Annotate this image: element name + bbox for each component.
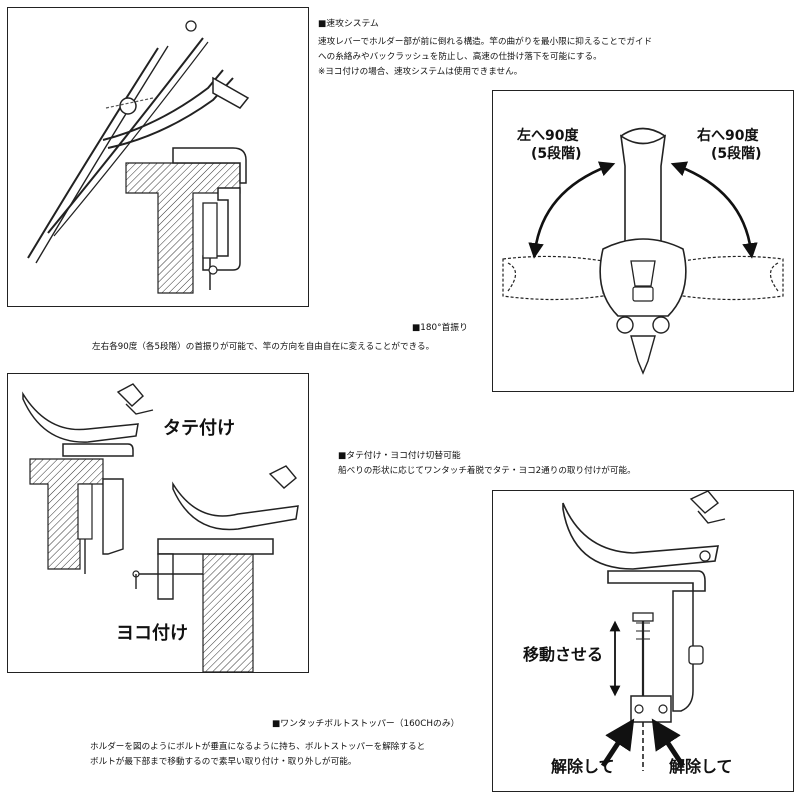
mount-body: 船べりの形状に応じてワンタッチ着脱でタテ・ヨコ2通りの取り付けが可能。 [338,466,636,476]
release-left-label: 解除して [551,757,615,776]
swivel-illustration: 左へ90度 (5段階) 右へ90度 (5段階) [492,90,794,392]
horizontal-mount-label: ヨコ付け [116,623,188,644]
mount-illustration: タテ付け ヨコ付け [7,373,309,673]
quick-attack-illustration [7,7,309,307]
swivel-body: 左右各90度（各5段階）の首振りが可能で、竿の方向を自由自在に変えることができる… [92,342,435,352]
quick-attack-heading: ■速攻システム [318,19,379,29]
swivel-drawing [502,127,784,375]
quick-attack-body-3: ※ヨコ付けの場合、速攻システムは使用できません。 [318,67,523,77]
vertical-mount-label: タテ付け [163,418,235,439]
swivel-left-label: 左へ90度 [517,128,579,144]
bolt-stopper-drawing [562,491,726,771]
stopper-heading: ■ワンタッチボルトストッパー（160CHのみ） [272,719,460,729]
swivel-right-steps: (5段階) [711,146,762,162]
stopper-body-2: ボルトが最下部まで移動するので素早い取り付け・取り外しが可能。 [90,757,357,767]
swivel-left-steps: (5段階) [531,146,582,162]
gunwale [125,162,241,294]
release-right-label: 解除して [669,757,733,776]
quick-attack-drawing [27,20,250,294]
swivel-heading: ■180°首振り [412,323,468,333]
stopper-body-1: ホルダーを図のようにボルトが垂直になるように持ち、ボルトストッパーを解除すると [90,742,426,752]
quick-attack-body-2: への糸絡みやバックラッシュを防止し、高速の仕掛け落下を可能にする。 [318,52,602,62]
mount-drawing [22,383,299,672]
mount-heading: ■タテ付け・ヨコ付け切替可能 [338,451,461,461]
move-label: 移動させる [523,645,604,664]
swivel-right-label: 右へ90度 [697,128,759,144]
quick-attack-body-1: 速攻レバーでホルダー部が前に倒れる構造。竿の曲がりを最小限に抑えることでガイド [318,37,653,47]
bolt-stopper-illustration: 移動させる 解除して 解除して [492,490,794,792]
